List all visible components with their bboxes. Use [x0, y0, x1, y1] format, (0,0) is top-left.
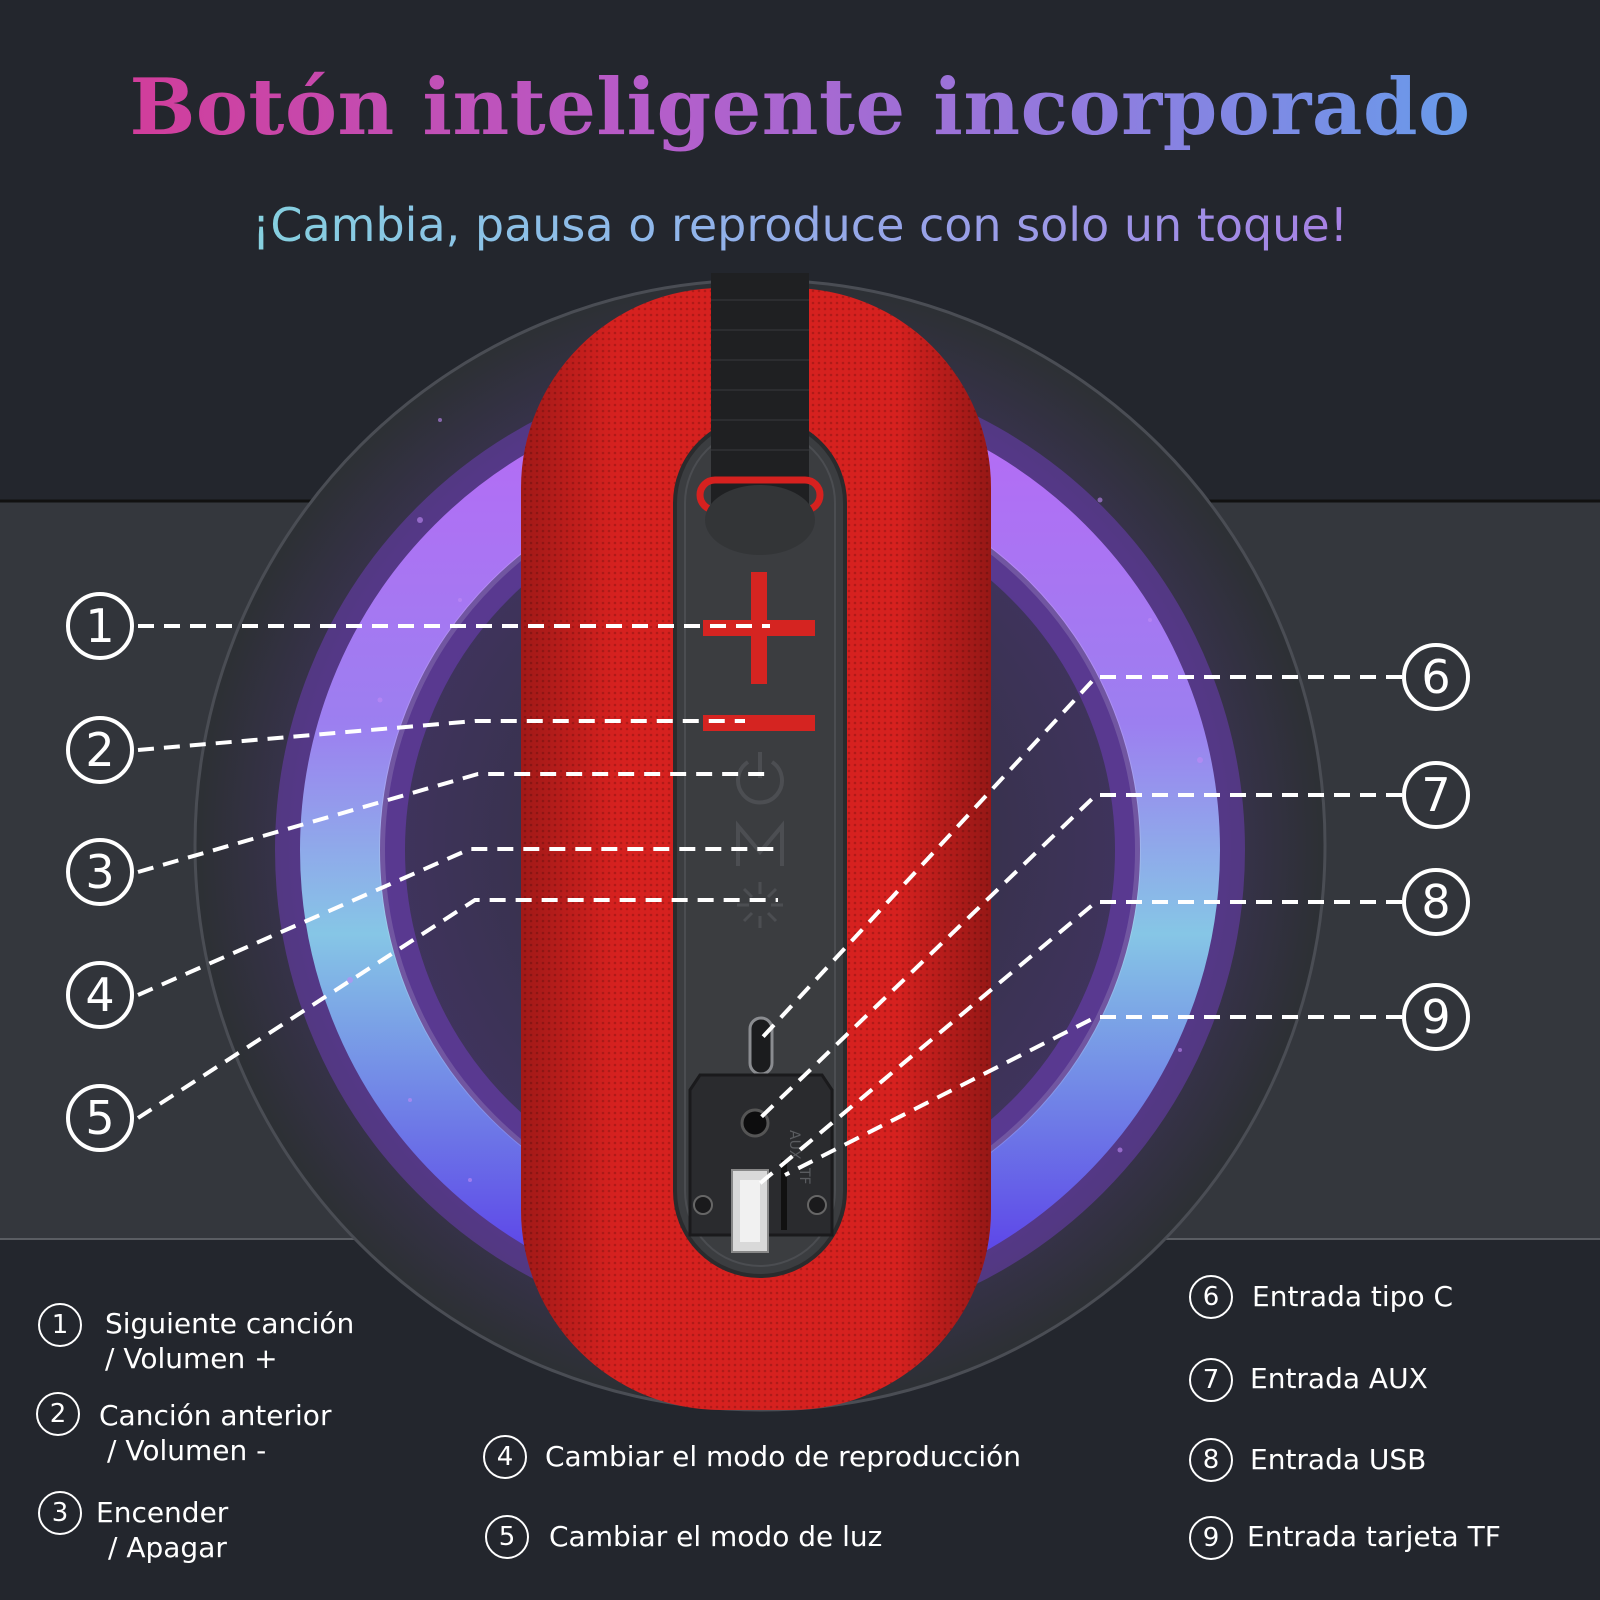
- legend-sublabel-3: / Apagar: [108, 1531, 227, 1564]
- callout-number-6: 6: [1402, 643, 1470, 711]
- callout-number-9: 9: [1402, 983, 1470, 1051]
- aux-label: AUX: [786, 1130, 802, 1160]
- callout-line-6: [758, 675, 1402, 1042]
- legend-label-7: Entrada AUX: [1250, 1362, 1428, 1395]
- port-cover: [688, 1073, 834, 1237]
- callout-number-7: 7: [1402, 761, 1470, 829]
- volume-up-button: [703, 572, 815, 684]
- usb-c-port: [748, 1016, 774, 1076]
- volume-down-button: [703, 715, 815, 731]
- screw-right: [807, 1195, 827, 1215]
- callout-line-2: [137, 719, 745, 752]
- sparkles: [347, 418, 1203, 1182]
- page-subtitle: ¡Cambia, pausa o reproduce con solo un t…: [0, 198, 1600, 252]
- tf-card-slot: [781, 1160, 787, 1230]
- callout-line-8: [756, 900, 1402, 1187]
- legend-number-5: 5: [485, 1515, 529, 1559]
- callout-line-3: [137, 772, 770, 874]
- legend-number-1: 1: [38, 1303, 82, 1347]
- callout-number-1: 1: [66, 592, 134, 660]
- callout-number-3: 3: [66, 838, 134, 906]
- screw-left: [693, 1195, 713, 1215]
- callout-number-5: 5: [66, 1084, 134, 1152]
- legend-number-7: 7: [1189, 1358, 1233, 1402]
- legend-label-3: Encender: [96, 1496, 229, 1529]
- callout-number-8: 8: [1402, 868, 1470, 936]
- legend-label-5: Cambiar el modo de luz: [549, 1520, 883, 1553]
- callout-lines: [136, 624, 1402, 1187]
- callout-line-5: [136, 898, 778, 1120]
- legend-number-4: 4: [483, 1435, 527, 1479]
- legend-sublabel-2: / Volumen -: [107, 1434, 267, 1467]
- mode-icon: [736, 820, 784, 866]
- legend-number-9: 9: [1189, 1516, 1233, 1560]
- legend-number-2: 2: [36, 1392, 80, 1436]
- legend-label-9: Entrada tarjeta TF: [1247, 1520, 1501, 1553]
- legend-label-1: Siguiente canción: [105, 1307, 355, 1340]
- callout-number-4: 4: [66, 961, 134, 1029]
- legend-number-6: 6: [1189, 1275, 1233, 1319]
- legend-label-2: Canción anterior: [99, 1399, 332, 1432]
- legend-label-6: Entrada tipo C: [1252, 1280, 1454, 1313]
- legend-number-3: 3: [38, 1491, 82, 1535]
- page-title: Botón inteligente incorporado: [0, 62, 1600, 153]
- tf-label: TF: [796, 1167, 812, 1185]
- callout-number-2: 2: [66, 716, 134, 784]
- light-icon: [737, 882, 783, 928]
- legend-sublabel-1: / Volumen +: [105, 1342, 278, 1375]
- legend-label-8: Entrada USB: [1250, 1443, 1427, 1476]
- legend-label-4: Cambiar el modo de reproducción: [545, 1440, 1022, 1473]
- legend-number-8: 8: [1189, 1438, 1233, 1482]
